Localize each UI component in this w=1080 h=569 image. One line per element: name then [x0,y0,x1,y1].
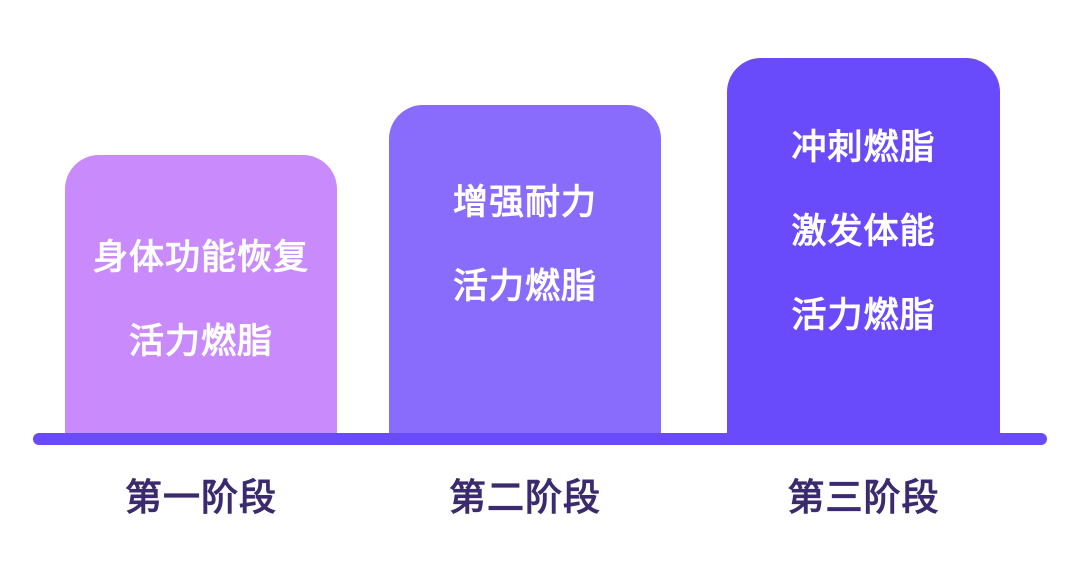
stage-3-label: 第三阶段 [787,476,940,519]
stage-2-label: 第二阶段 [449,476,601,519]
stage-3-line-3: 活力燃脂 [791,296,936,336]
stage-3-line-2: 激发体能 [791,212,936,252]
stage-3-line-1: 冲刺燃脂 [791,128,936,168]
stage-3-block: 冲刺燃脂 激发体能 活力燃脂 [727,58,1000,442]
stage-1-line-2: 活力燃脂 [128,321,273,362]
stage-1-block: 身体功能恢复 活力燃脂 [65,155,337,442]
stage-2-line-2: 活力燃脂 [452,266,597,307]
stage-2-line-1: 增强耐力 [452,182,597,223]
stage-1-line-1: 身体功能恢复 [92,237,309,278]
baseline-bar [33,433,1047,445]
stage-2-block: 增强耐力 活力燃脂 [389,105,661,442]
stage-1-label: 第一阶段 [125,476,277,519]
